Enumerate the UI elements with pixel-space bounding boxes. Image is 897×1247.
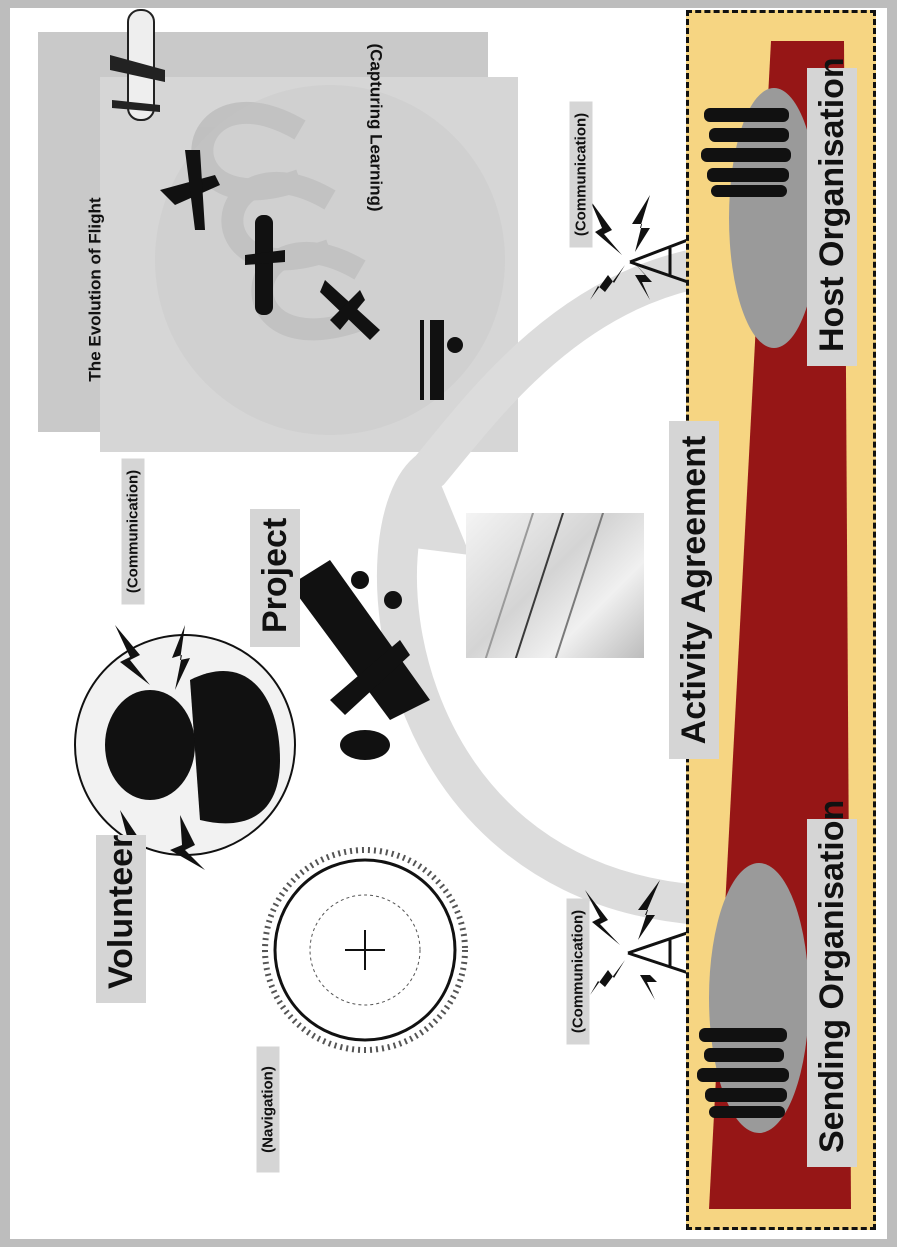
communication-volunteer-label: (Communication) bbox=[122, 459, 145, 605]
communication-sending-label: (Communication) bbox=[567, 899, 590, 1045]
sending-organisation-label: Sending Organisation bbox=[807, 819, 857, 1167]
activity-agreement-label: Activity Agreement bbox=[669, 421, 719, 759]
capturing-learning-label: (Capturing Learning) bbox=[364, 10, 389, 246]
navigation-compass-icon bbox=[265, 850, 465, 1050]
evolution-of-flight-label: The Evolution of Flight bbox=[83, 177, 108, 403]
host-platform bbox=[729, 88, 819, 348]
navigation-label: (Navigation) bbox=[257, 1047, 280, 1173]
activity-agreement-photo bbox=[466, 513, 644, 658]
learning-circle bbox=[155, 85, 505, 435]
volunteer-label: Volunteer bbox=[96, 835, 146, 1003]
airliner-icon bbox=[110, 10, 165, 120]
communication-host-label: (Communication) bbox=[570, 102, 593, 248]
project-label: Project bbox=[250, 509, 300, 647]
host-organisation-label: Host Organisation bbox=[807, 68, 857, 366]
